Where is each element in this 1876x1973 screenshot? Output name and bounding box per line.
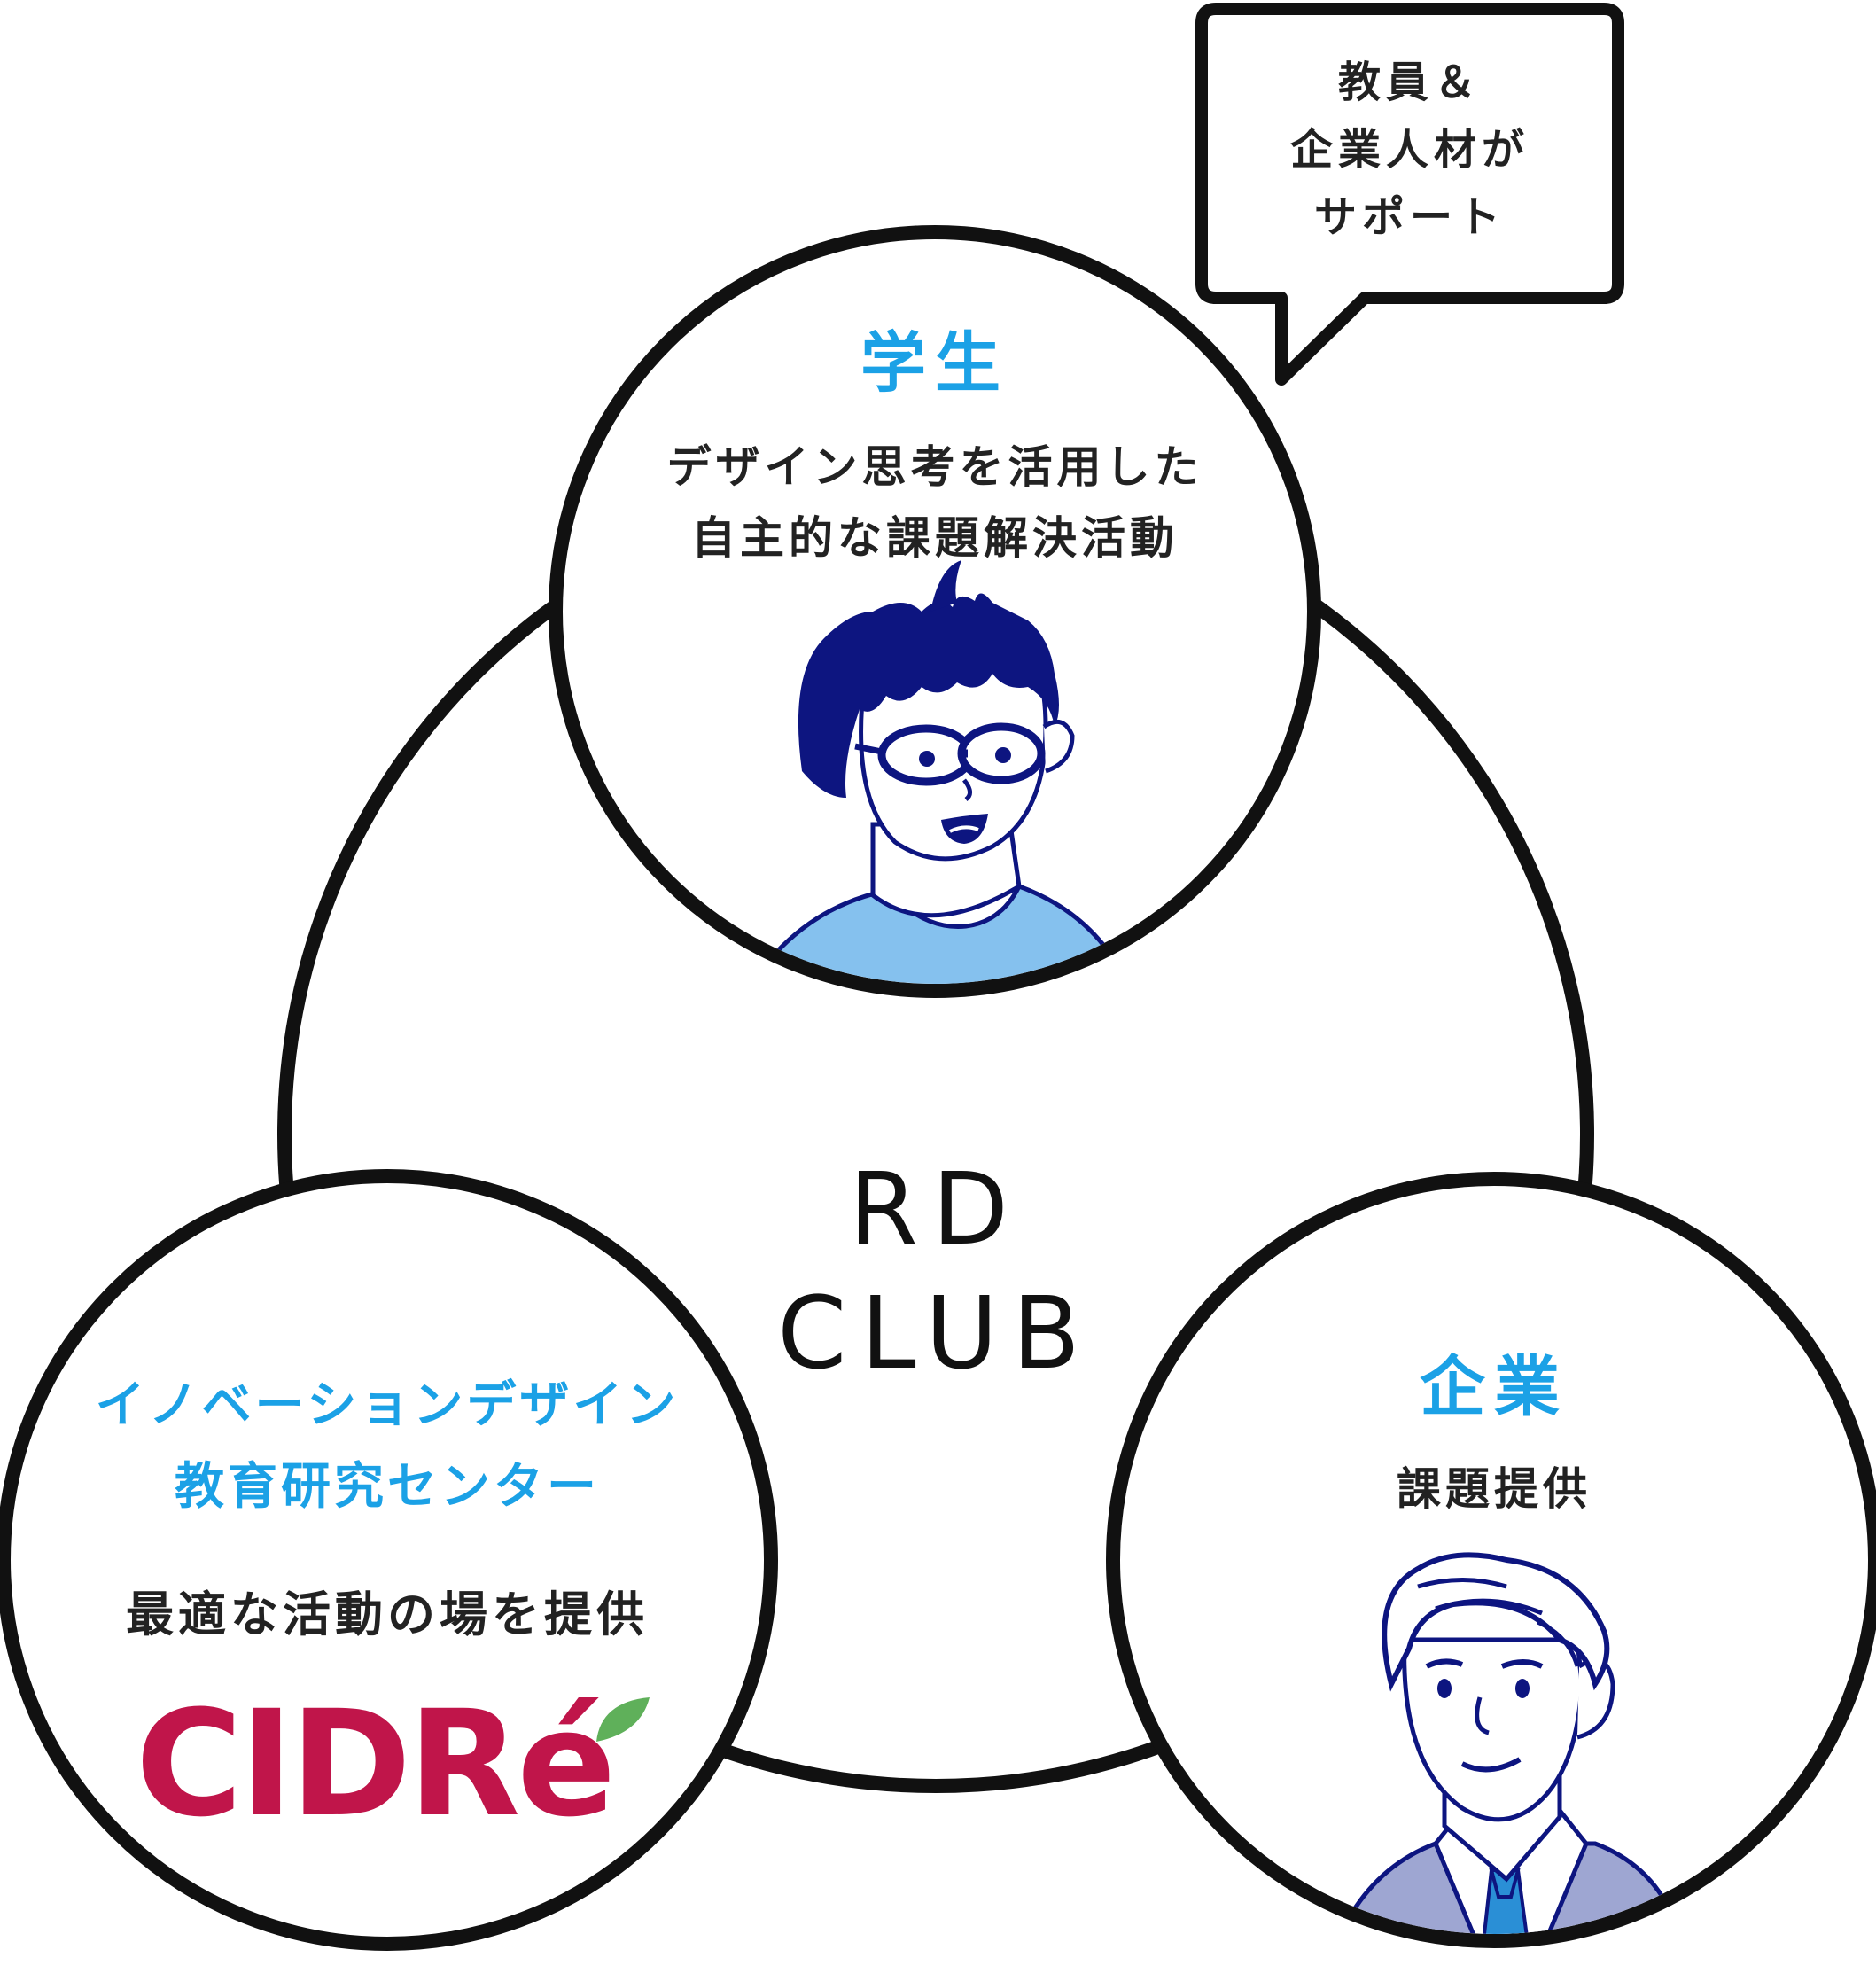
student-illustration [723, 560, 1147, 984]
speech-bubble [1195, 3, 1624, 386]
bubble-line-3: サポート [1313, 192, 1506, 242]
company-description: 課題提供 [1397, 1463, 1592, 1515]
cidre-logo: CIDRé [135, 1679, 616, 1849]
center-title: RD CLUB [714, 1148, 1157, 1396]
student-ear [1042, 719, 1075, 774]
cidre-description: 最適な活動の場を提供 [126, 1587, 649, 1642]
student-desc-line-1: デザイン思考を活用した [666, 441, 1203, 493]
student-description: デザイン思考を活用した 自主的な課題解決活動 [625, 432, 1245, 573]
student-heading: 学生 [860, 325, 1009, 402]
center-title-line-2: CLUB [777, 1276, 1094, 1392]
bubble-line-1: 教員＆ [1337, 58, 1482, 107]
center-title-line-1: RD [848, 1152, 1024, 1267]
bubble-text: 教員＆ 企業人材が サポート [1202, 49, 1618, 251]
student-hair-tuft [930, 560, 961, 612]
company-heading: 企業 [1420, 1349, 1569, 1425]
leaf-icon [596, 1697, 650, 1742]
student-desc-line-2: 自主的な課題解決活動 [691, 512, 1179, 564]
student-hair [798, 593, 1059, 798]
cidre-name: イノベーションデザイン 教育研究センター [77, 1365, 697, 1528]
student-shirt [723, 883, 1147, 984]
cidre-circle [0, 1169, 778, 1951]
bubble-line-2: 企業人材が [1289, 125, 1530, 175]
cidre-name-line-1: イノベーションデザイン [95, 1376, 680, 1434]
cidre-name-line-2: 教育研究センター [175, 1458, 600, 1516]
